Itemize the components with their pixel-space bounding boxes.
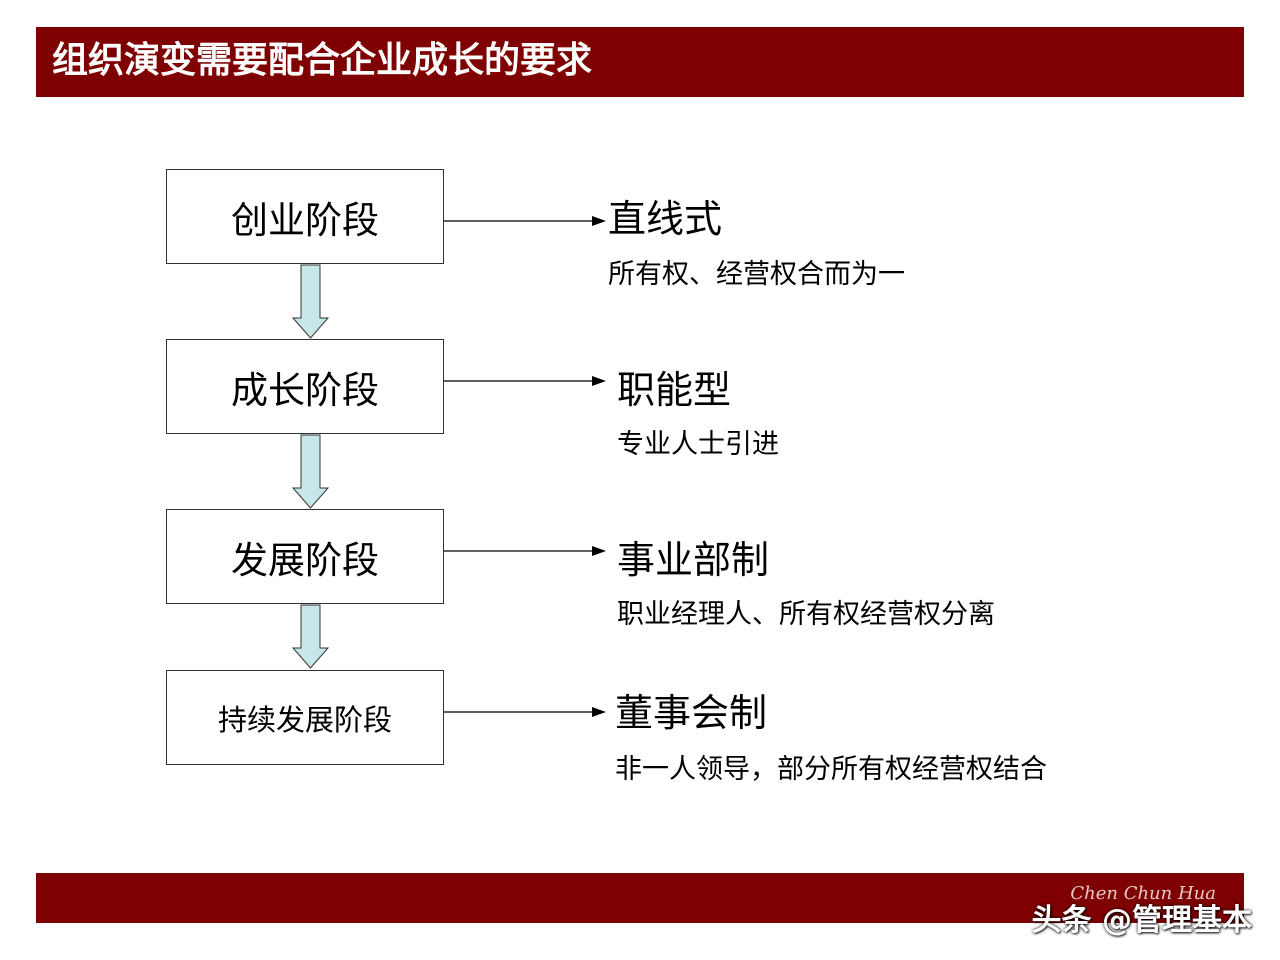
watermark: 头条 @管理基本 [1031,903,1252,938]
structure-type-linear: 直线式 [608,197,723,241]
page-title: 组织演变需要配合企业成长的要求 [52,40,593,81]
structure-type-functional: 职能型 [617,368,732,412]
footer-author: Chen Chun Hua [1070,883,1216,904]
right-arrow-2-head [592,376,606,386]
stage-box-growth: 成长阶段 [166,339,444,434]
right-arrow-3-head [592,546,606,556]
stage-box-startup: 创业阶段 [166,169,444,264]
structure-description: 所有权、经营权合而为一 [608,259,905,290]
stage-label: 创业阶段 [231,198,379,242]
structure-description: 非一人领导，部分所有权经营权结合 [615,754,1047,785]
right-arrow-1-head [592,216,606,226]
stage-label: 成长阶段 [231,368,379,412]
structure-description: 专业人士引进 [617,429,779,460]
stage-box-sustained-development: 持续发展阶段 [166,670,444,765]
footer-bar: Chen Chun Hua [36,873,1244,923]
down-arrow-2 [291,434,330,509]
title-bar: 组织演变需要配合企业成长的要求 [36,27,1244,97]
stage-box-development: 发展阶段 [166,509,444,604]
stage-label: 发展阶段 [231,538,379,582]
structure-type-divisional: 事业部制 [617,538,770,582]
stage-label: 持续发展阶段 [217,702,392,737]
down-arrow-1 [291,264,330,339]
right-arrow-4-head [592,707,606,717]
down-arrow-3 [291,604,330,669]
structure-description: 职业经理人、所有权经营权分离 [617,599,995,630]
structure-type-board: 董事会制 [615,691,768,735]
